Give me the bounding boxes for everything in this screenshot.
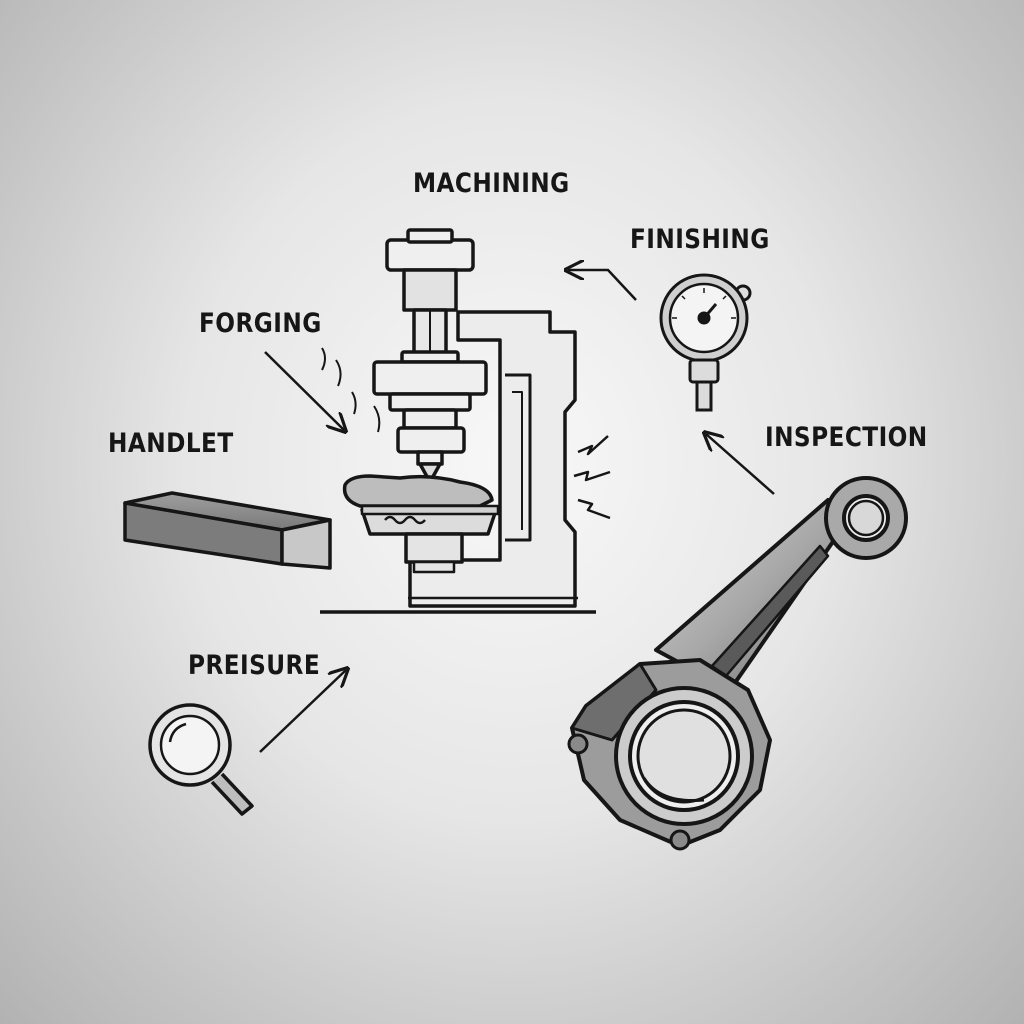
raw-billet-icon <box>123 491 332 570</box>
label-preisure: PREISURE <box>188 650 321 681</box>
connecting-rod-icon <box>567 476 908 851</box>
label-machining: MACHINING <box>413 168 570 199</box>
label-handlet: HANDLET <box>108 428 234 459</box>
arrow-forging <box>264 351 344 430</box>
arrow-inspection <box>706 434 775 495</box>
arrow-preisure <box>259 670 346 753</box>
arrow-finishing <box>568 270 637 301</box>
label-forging: FORGING <box>199 308 322 339</box>
dial-gauge-icon <box>659 273 752 412</box>
flow-arrows <box>259 270 775 753</box>
label-finishing: FINISHING <box>630 224 770 255</box>
forging-press-icon <box>320 228 611 614</box>
magnifier-icon <box>148 703 254 816</box>
label-inspection: INSPECTION <box>765 422 928 453</box>
